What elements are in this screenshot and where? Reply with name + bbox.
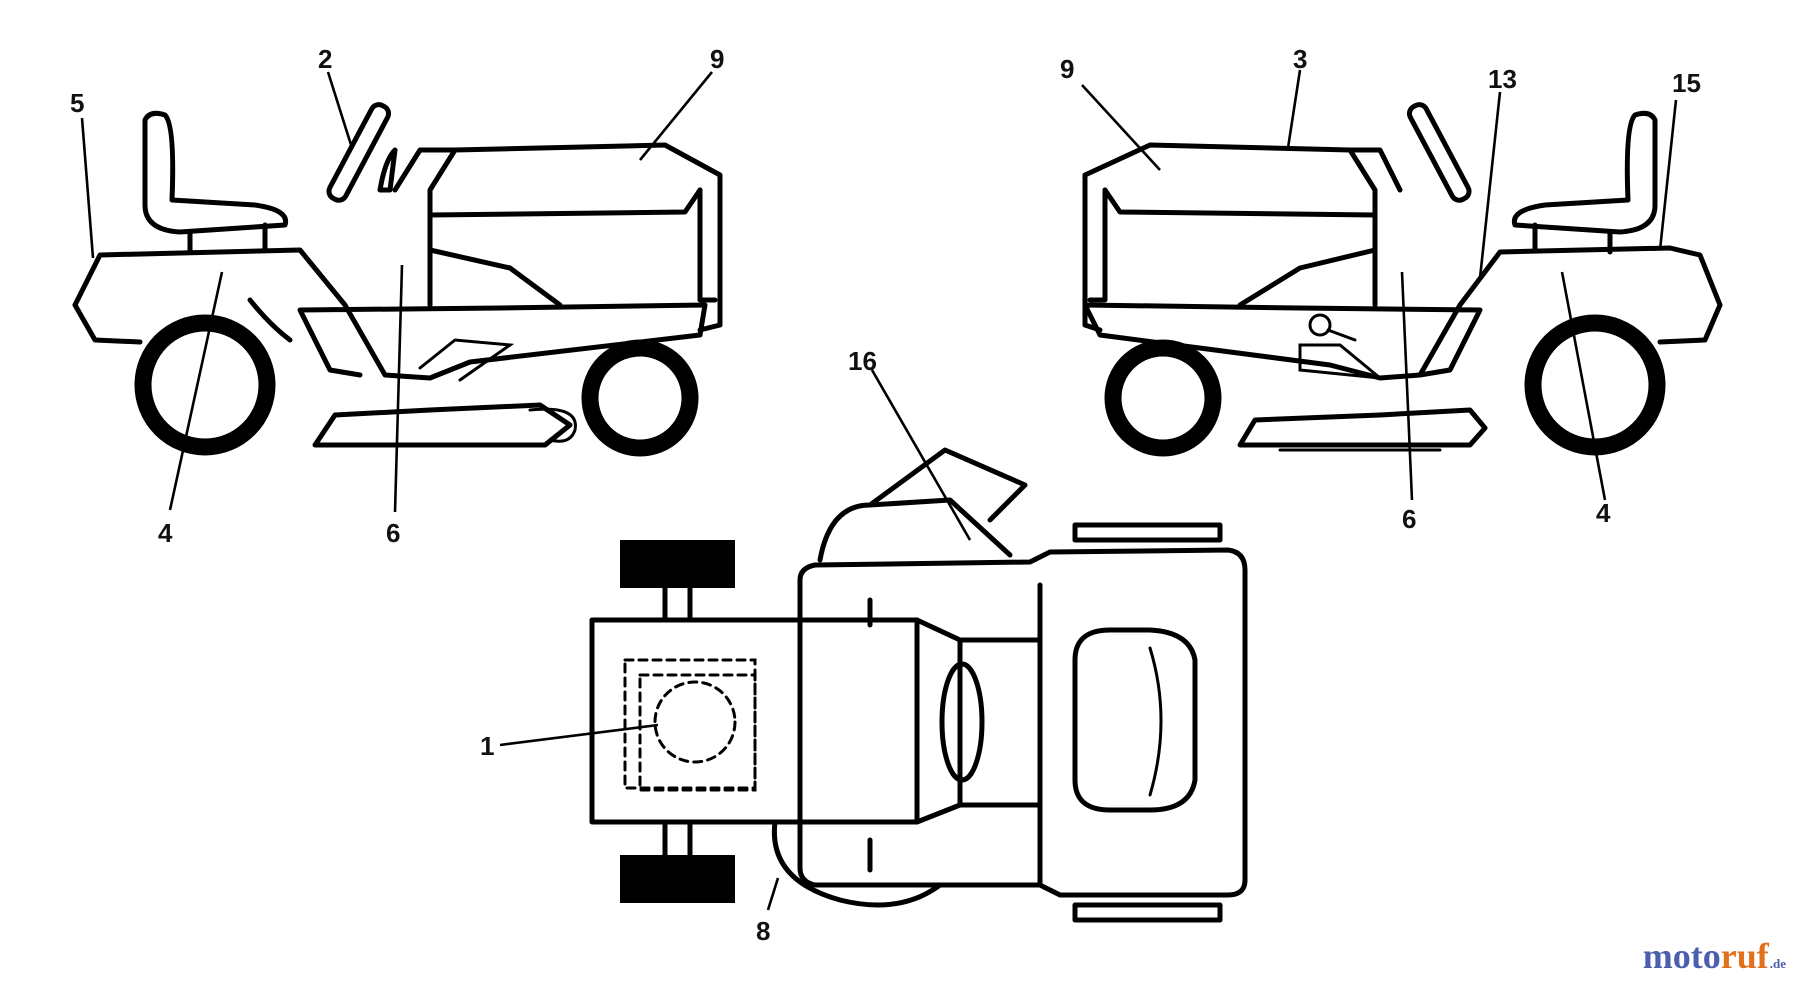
callout-1: 1 — [480, 731, 494, 761]
callout-15: 15 — [1672, 68, 1701, 98]
discharge-chute — [817, 447, 1028, 563]
top-view — [589, 447, 1248, 923]
callout-13: 13 — [1488, 64, 1517, 94]
callout-4-right: 4 — [1596, 498, 1611, 528]
battery-outline — [623, 658, 757, 790]
hood-left — [427, 142, 723, 333]
watermark-tld: .de — [1769, 956, 1786, 971]
deck-left — [312, 402, 573, 448]
front-tire-top-a — [620, 540, 735, 588]
seat-left — [142, 110, 289, 235]
callout-2: 2 — [318, 44, 332, 74]
rear-fender-left — [72, 247, 708, 381]
body-top — [797, 547, 1248, 898]
callout-4-left: 4 — [158, 518, 173, 548]
steering-wheel-right — [1406, 102, 1472, 203]
callout-labels: 2 9 5 4 6 9 3 13 15 4 6 16 1 8 — [70, 44, 1701, 946]
front-tire-top-b — [620, 855, 735, 903]
callout-9-left: 9 — [710, 44, 724, 74]
hood-right — [1082, 142, 1378, 333]
rear-tire-right — [1524, 314, 1666, 456]
hood-top — [589, 617, 920, 825]
callout-5: 5 — [70, 88, 84, 118]
watermark-part1: moto — [1642, 936, 1721, 976]
left-side-view — [72, 102, 723, 457]
callout-6-right: 6 — [1402, 504, 1416, 534]
seat-top — [1072, 627, 1198, 813]
callout-8: 8 — [756, 916, 770, 946]
deck-right — [1237, 407, 1488, 448]
deck-top — [771, 819, 943, 908]
leader-lines — [80, 69, 1678, 911]
rear-tire-left — [134, 314, 276, 456]
callout-9-right: 9 — [1060, 54, 1074, 84]
callout-6-left: 6 — [386, 518, 400, 548]
watermark-part2: ruf — [1720, 936, 1769, 976]
callout-16: 16 — [848, 346, 877, 376]
front-tire-right — [1104, 339, 1222, 457]
callout-3: 3 — [1293, 44, 1307, 74]
front-tire-left — [581, 339, 699, 457]
rear-fender-right — [1082, 245, 1723, 381]
right-side-view — [1082, 102, 1723, 457]
fuel-cap — [653, 680, 737, 764]
seat-right — [1511, 110, 1658, 235]
